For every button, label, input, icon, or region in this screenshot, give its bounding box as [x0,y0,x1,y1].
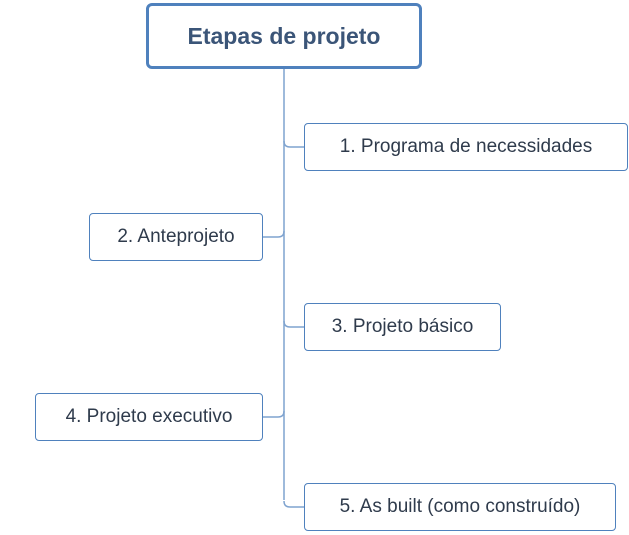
stage-node-5: 5. As built (como construído) [304,483,616,531]
stage-node-4: 4. Projeto executivo [35,393,263,441]
stage-node-3: 3. Projeto básico [304,303,501,351]
connector-stage-2 [263,230,285,238]
root-node-title: Etapas de projeto [146,3,422,69]
connector-stage-1 [283,140,304,148]
stage-node-2: 2. Anteprojeto [89,213,263,261]
connector-stage-5 [283,500,304,508]
connector-stage-3 [283,320,304,328]
stage-node-1: 1. Programa de necessidades [304,123,628,171]
connector-stage-4 [263,410,285,418]
